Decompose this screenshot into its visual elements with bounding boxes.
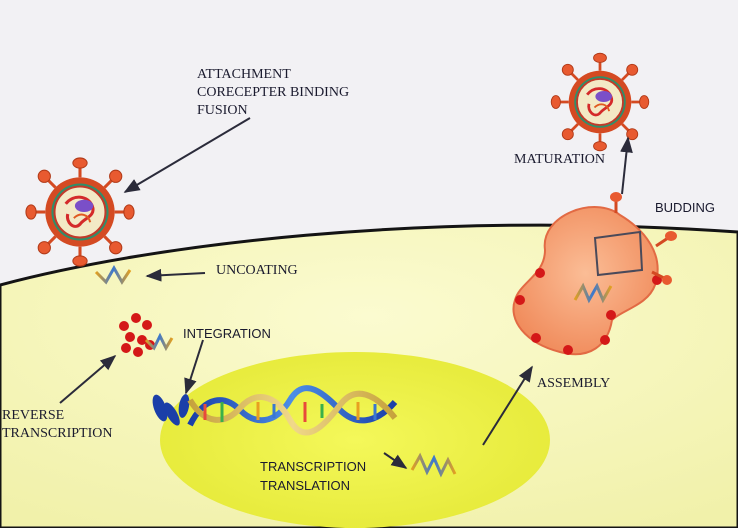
- mature-virus-icon: [549, 51, 651, 153]
- attachment-label: ATTACHMENT CORECEPTER BINDING FUSION: [197, 66, 349, 120]
- transcription-translation-label: TRANSCRIPTION TRANSLATION: [260, 457, 366, 495]
- attachment-arrow: [123, 117, 251, 193]
- translation-line: TRANSLATION: [260, 478, 351, 493]
- maturation-label: MATURATION: [514, 152, 605, 167]
- reverse-transcription-particles: [119, 313, 155, 357]
- attachment-line-1: ATTACHMENT: [197, 67, 291, 82]
- attachment-line-2: CORECEPTER BINDING: [197, 85, 350, 100]
- integration-arrow: [184, 339, 204, 395]
- transcription-line: TRANSCRIPTION: [260, 459, 367, 474]
- uncoating-rna-icon: [94, 264, 132, 285]
- uncoating-arrow: [145, 268, 206, 282]
- reverse-transcription-line-2: TRANSCRIPTION: [2, 426, 113, 441]
- uncoating-label: UNCOATING: [216, 263, 298, 278]
- mrna-strand-icon: [410, 452, 457, 478]
- nucleus: [160, 352, 550, 528]
- assembly-label: ASSEMBLY: [537, 376, 611, 391]
- dna-helix-icon: [152, 385, 398, 436]
- budding-label: BUDDING: [655, 200, 715, 215]
- reverse-transcription-strand-icon: [144, 332, 174, 352]
- reverse-transcription-label: REVERSE TRANSCRIPTION: [2, 407, 112, 443]
- reverse-transcription-line-1: REVERSE: [2, 408, 65, 423]
- transcription-arrow: [383, 452, 408, 469]
- budding-arrow: [620, 136, 633, 195]
- integration-label: INTEGRATION: [183, 326, 271, 341]
- assembly-arrow: [482, 365, 533, 446]
- assembly-body: [512, 192, 677, 356]
- entering-virus-icon: [24, 156, 136, 268]
- attachment-line-3: FUSION: [197, 103, 248, 118]
- reverse-transcription-arrow: [59, 354, 117, 404]
